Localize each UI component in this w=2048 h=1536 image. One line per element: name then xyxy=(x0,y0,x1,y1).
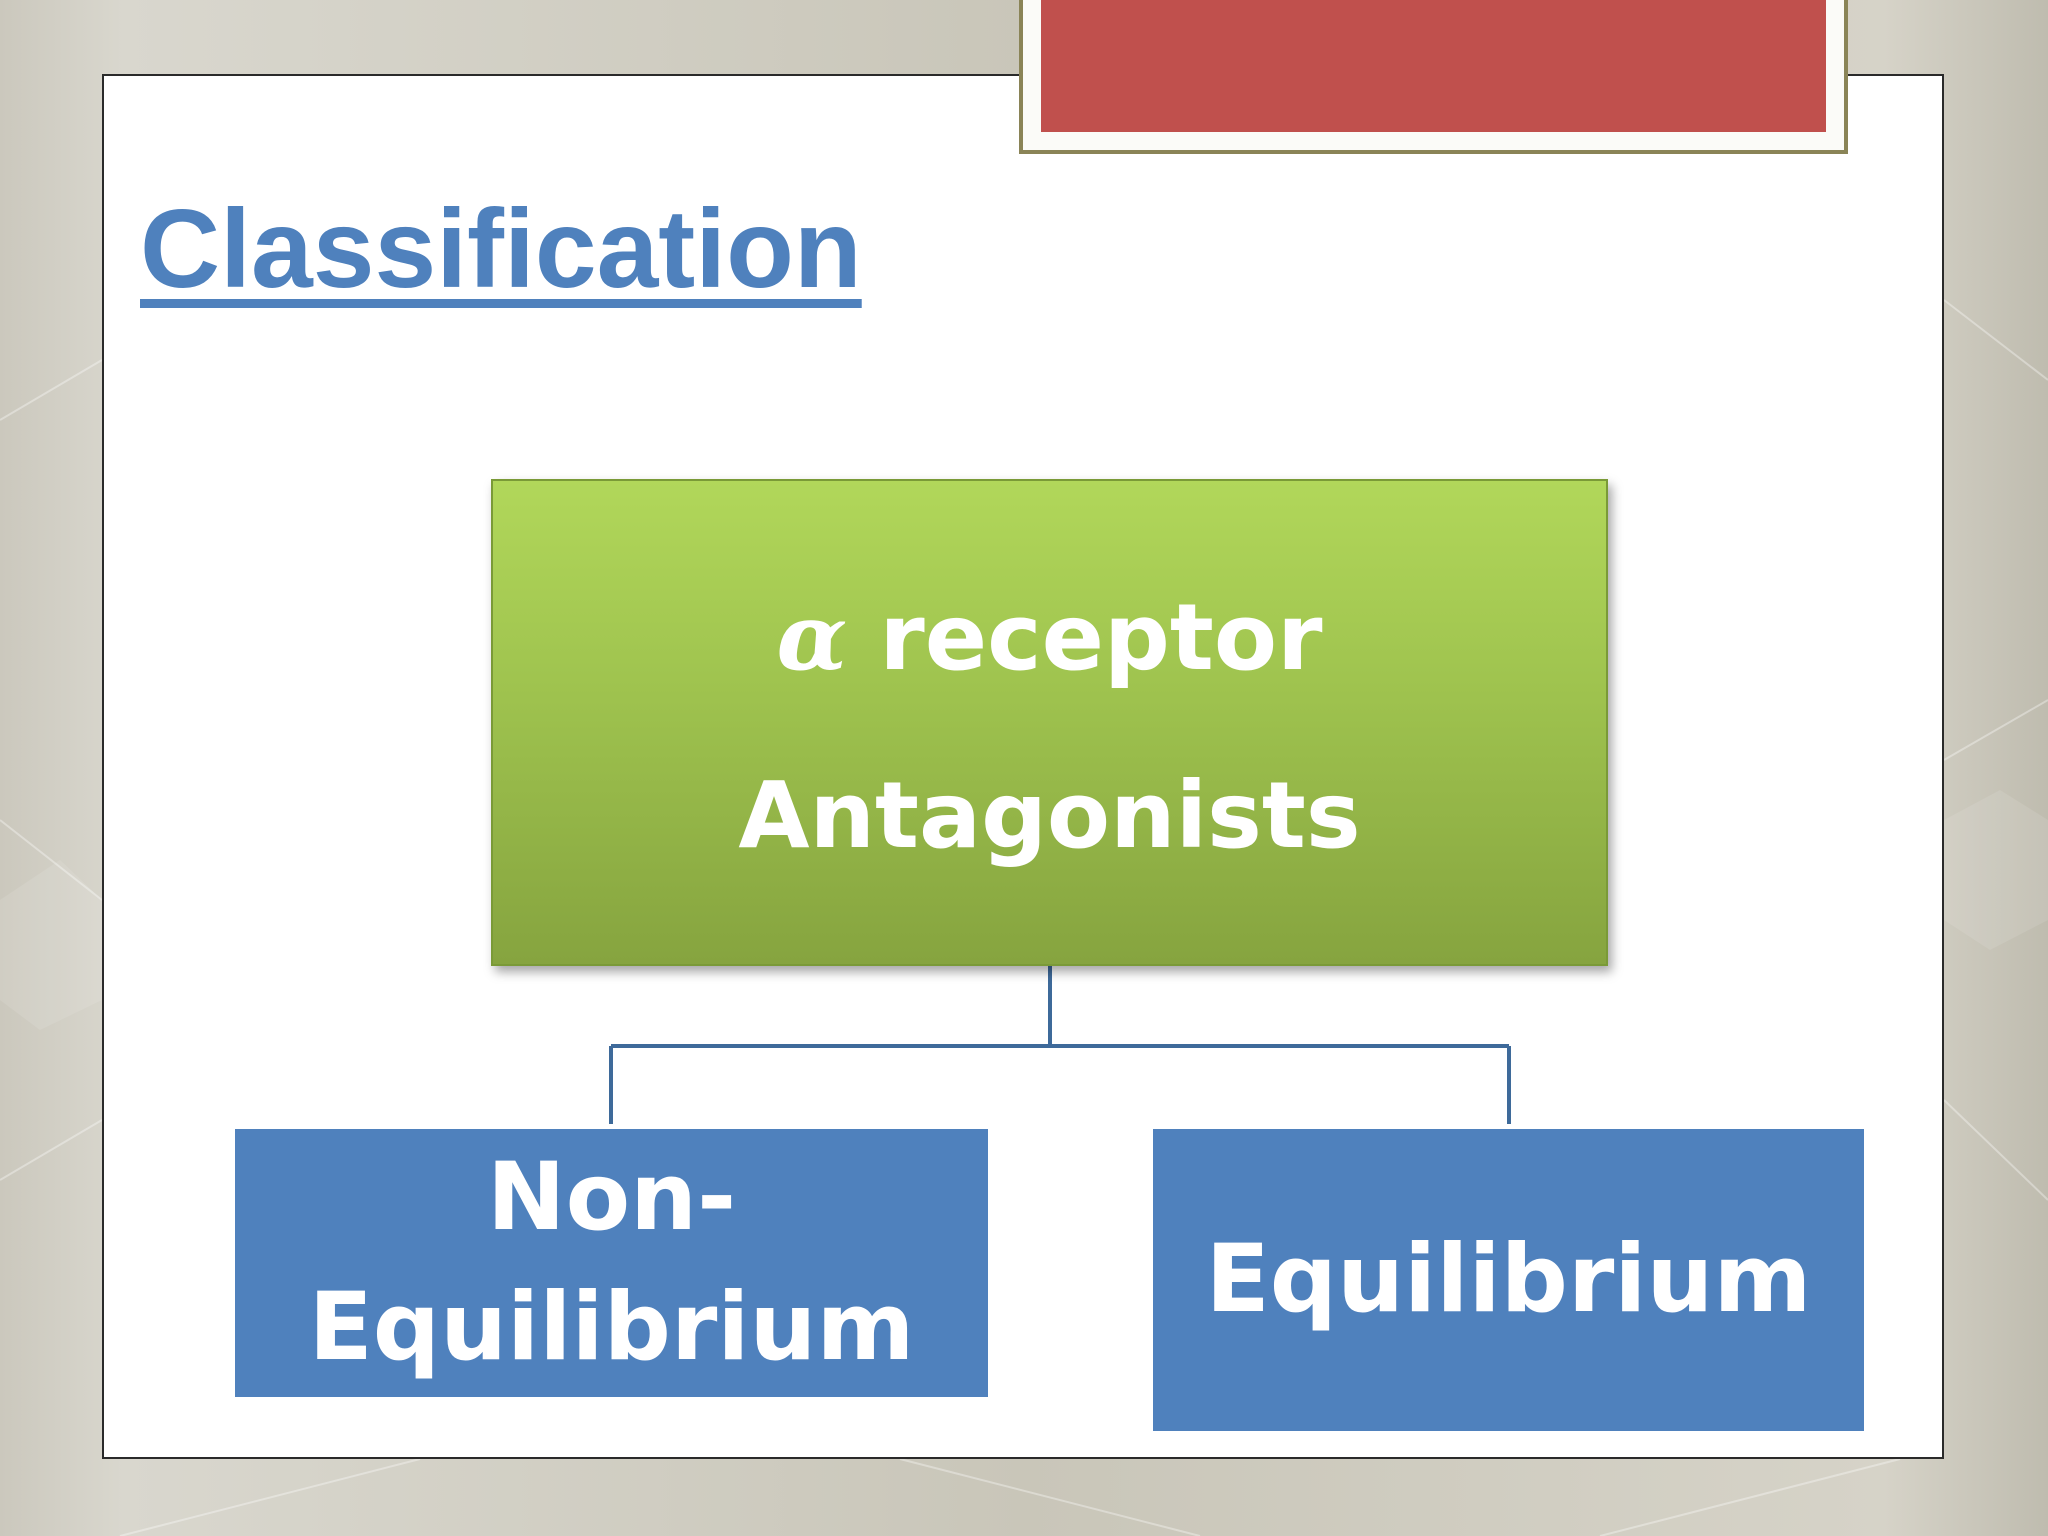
root-node-receptor-text: receptor xyxy=(879,584,1323,691)
child-node-equilibrium-label: Equilibrium xyxy=(1205,1225,1812,1334)
child-node-non-equilibrium-line2: Equilibrium xyxy=(308,1273,915,1382)
title-accent-bar xyxy=(1041,0,1826,132)
child-node-equilibrium: Equilibrium xyxy=(1153,1129,1864,1431)
title-accent-tab xyxy=(1019,0,1848,154)
root-node-line2: Antagonists xyxy=(738,762,1361,869)
alpha-symbol: α xyxy=(776,583,848,691)
root-node-line1: α receptor xyxy=(777,548,1323,727)
root-node-alpha-receptor-antagonists: α receptor Antagonists xyxy=(491,479,1608,966)
child-node-non-equilibrium-line1: Non- xyxy=(486,1143,737,1252)
child-node-non-equilibrium: Non- Equilibrium xyxy=(235,1129,988,1397)
slide-title: Classification xyxy=(140,187,862,311)
